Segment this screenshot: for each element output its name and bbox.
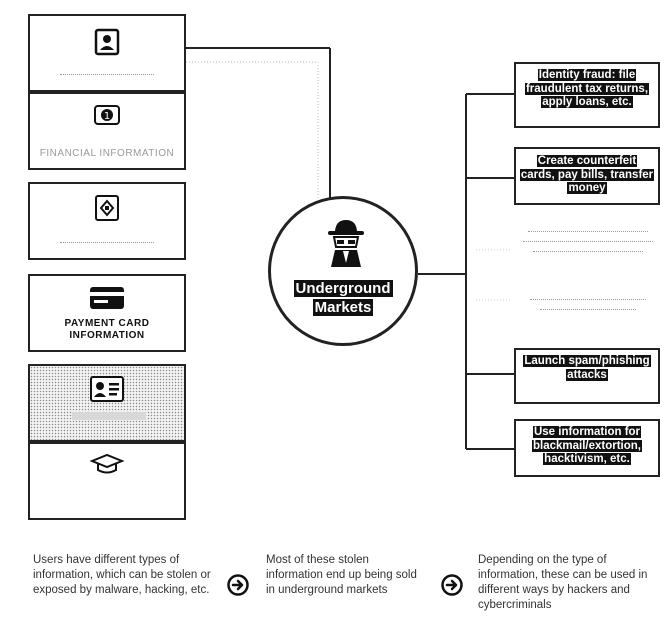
step-text-1: Users have different types of informatio… — [33, 554, 211, 596]
identity-label-bar — [72, 412, 146, 420]
center-title: Underground Markets — [293, 280, 393, 316]
use-text-spam: Launch spam/phishing attacks — [523, 355, 651, 381]
arrow-right-icon — [227, 574, 249, 596]
spy-icon — [323, 217, 369, 274]
use-placeholder-1 — [516, 222, 660, 282]
id-badge-icon — [94, 28, 120, 61]
medical-cross-icon — [94, 194, 120, 227]
use-text-blackmail: Use information for blackmail/extortion,… — [531, 426, 642, 465]
graduation-cap-icon — [89, 452, 125, 481]
source-box-identity — [28, 364, 186, 442]
id-card-icon — [90, 376, 124, 407]
source-box-medical — [28, 182, 186, 260]
number-badge-icon: 1 — [92, 103, 122, 132]
source-label-financial: FINANCIAL INFORMATION — [39, 148, 175, 159]
credit-card-icon — [89, 286, 125, 315]
source-box-personal — [28, 14, 186, 92]
use-text-identity-fraud: Identity fraud: file fraudulent tax retu… — [524, 69, 650, 108]
use-text-counterfeit: Create counterfeit cards, pay bills, tra… — [519, 155, 655, 194]
source-box-financial: 1 FINANCIAL INFORMATION — [28, 92, 186, 170]
source-box-payment-card: PAYMENT CARD INFORMATION — [28, 274, 186, 352]
step-text-2: Most of these stolen information end up … — [266, 554, 417, 596]
use-box-counterfeit: Create counterfeit cards, pay bills, tra… — [514, 147, 660, 205]
underground-markets-node: Underground Markets — [268, 196, 418, 346]
use-placeholder-2 — [516, 290, 660, 334]
use-box-blackmail: Use information for blackmail/extortion,… — [514, 419, 660, 477]
source-box-education — [28, 442, 186, 520]
source-label-payment-card: PAYMENT CARD INFORMATION — [64, 318, 150, 341]
use-box-spam: Launch spam/phishing attacks — [514, 348, 660, 404]
use-box-identity-fraud: Identity fraud: file fraudulent tax retu… — [514, 62, 660, 128]
step-text-3: Depending on the type of information, th… — [478, 554, 648, 611]
arrow-right-icon — [441, 574, 463, 596]
svg-text:1: 1 — [104, 111, 110, 122]
